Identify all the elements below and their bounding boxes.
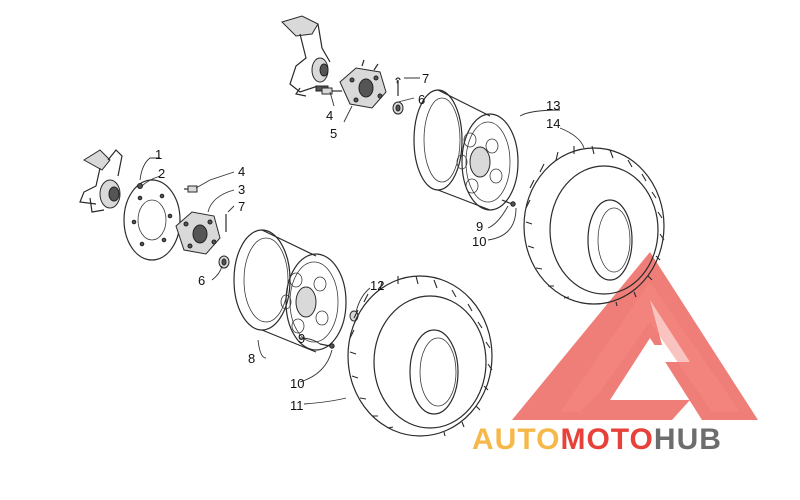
callout-3: 3 xyxy=(238,182,245,197)
upper-rim xyxy=(413,89,519,211)
callout-13: 13 xyxy=(546,98,560,113)
upper-cotter-pin xyxy=(395,77,401,96)
lower-bolt xyxy=(184,185,198,193)
callout-7-upper: 7 xyxy=(422,71,429,86)
lower-hub xyxy=(175,211,221,255)
callout-5: 5 xyxy=(330,126,337,141)
callout-4-lower: 4 xyxy=(238,164,245,179)
watermark-moto: MOTO xyxy=(560,423,653,456)
upper-steering-knuckle xyxy=(281,15,331,97)
brake-disc xyxy=(123,179,181,261)
callout-11: 11 xyxy=(290,398,304,413)
lower-rim xyxy=(233,229,347,353)
upper-nut xyxy=(392,101,404,115)
callout-12: 12 xyxy=(370,278,384,293)
lower-tire xyxy=(347,275,493,437)
callout-14: 14 xyxy=(546,116,560,131)
callout-1: 1 xyxy=(155,147,162,162)
callout-10-lower: 10 xyxy=(290,376,304,391)
callout-4-upper: 4 xyxy=(326,108,333,123)
watermark-logo xyxy=(512,252,758,420)
callout-6-upper: 6 xyxy=(418,92,425,107)
lower-steering-knuckle xyxy=(79,149,123,213)
callout-10-upper: 10 xyxy=(472,234,486,249)
callout-numbers: 1 2 3 4 4 5 6 6 7 7 8 9 9 10 10 11 12 13… xyxy=(155,71,560,413)
upper-tire xyxy=(523,145,665,307)
callout-2: 2 xyxy=(158,166,165,181)
callout-8: 8 xyxy=(248,351,255,366)
watermark-auto: AUTO xyxy=(472,423,560,456)
watermark-hub: HUB xyxy=(654,423,722,456)
callout-9-upper: 9 xyxy=(476,219,483,234)
watermark-text: AUTOMOTOHUB xyxy=(472,423,722,456)
lower-valve xyxy=(319,343,335,349)
callout-7-lower: 7 xyxy=(238,199,245,214)
leader-lines xyxy=(139,77,585,405)
svg-text:AUTOMOTOHUB: AUTOMOTOHUB xyxy=(472,423,722,456)
upper-hub xyxy=(339,59,387,109)
upper-bolt xyxy=(321,87,342,95)
disc-bolt xyxy=(137,183,143,189)
callout-6-lower: 6 xyxy=(198,273,205,288)
upper-valve xyxy=(501,199,516,207)
lower-nut xyxy=(218,255,230,269)
callout-9-lower: 9 xyxy=(298,331,305,346)
